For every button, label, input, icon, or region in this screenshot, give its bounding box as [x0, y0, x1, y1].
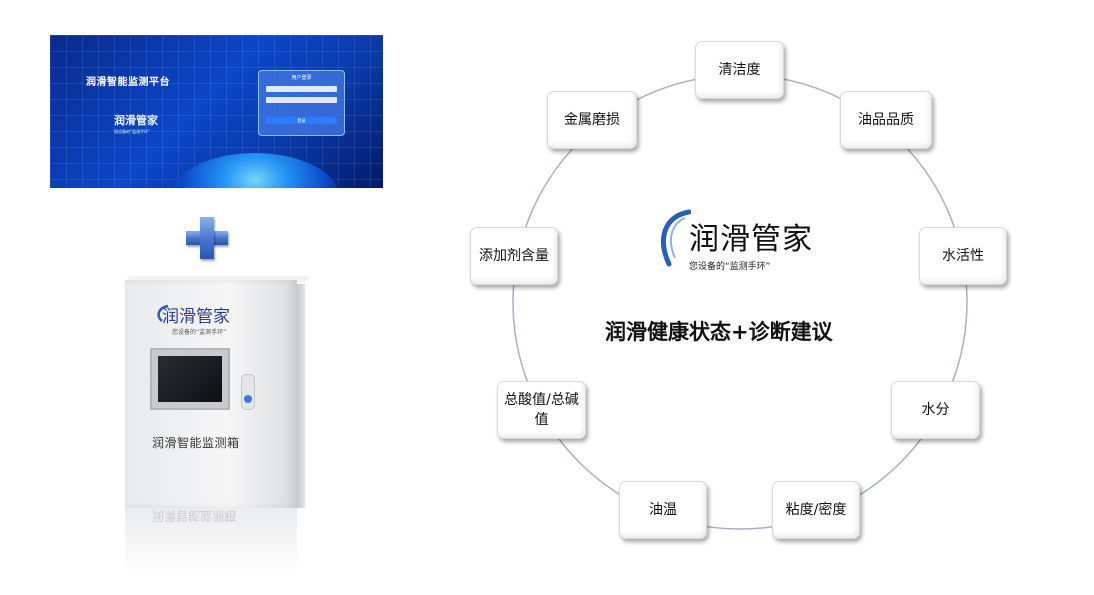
platform-logo-slogan: 您设备的“监测手环”: [114, 129, 151, 134]
cabinet-lock-icon: [241, 374, 255, 410]
logo-swoosh-icon: [157, 304, 169, 322]
cabinet-logo-name: 润滑管家: [162, 307, 230, 327]
plus-icon: [186, 217, 228, 259]
node-additive-content: 添加剂含量: [470, 227, 558, 285]
login-panel: 用户登录 登录: [258, 70, 345, 136]
cabinet-display: [150, 348, 230, 410]
node-oil-temperature: 油温: [619, 481, 707, 539]
cabinet-label: 润滑智能监测箱: [152, 436, 240, 450]
node-cleanliness: 清洁度: [695, 41, 784, 99]
login-title: 用户登录: [291, 75, 312, 81]
login-button[interactable]: 登录: [266, 117, 337, 124]
cabinet-logo: 润滑管家 您设备的“监测手环”: [157, 302, 230, 336]
password-field[interactable]: [266, 97, 337, 103]
username-field[interactable]: [266, 86, 337, 92]
platform-title: 润滑智能监测平台: [86, 77, 170, 88]
platform-login-screenshot: 润滑智能监测平台 润滑管家 您设备的“监测手环” 用户登录 登录: [50, 35, 383, 188]
node-oil-quality: 油品品质: [840, 91, 932, 149]
center-logo-slogan: 您设备的“监测手环”: [689, 262, 771, 272]
cabinet-logo-slogan: 您设备的“监测手环”: [172, 329, 227, 336]
logo-swoosh-icon: [661, 209, 691, 267]
node-viscosity-density: 粘度/密度: [772, 481, 860, 539]
center-logo-name: 润滑管家: [689, 222, 813, 257]
platform-logo: 润滑管家 您设备的“监测手环”: [114, 109, 158, 135]
node-moisture: 水分: [891, 381, 980, 439]
cabinet-reflection: [125, 508, 297, 578]
node-water-activity: 水活性: [919, 227, 1007, 285]
cabinet-side: [297, 284, 305, 508]
node-acid-base-number: 总酸值/总碱值: [497, 381, 586, 439]
node-metal-wear: 金属磨损: [547, 91, 637, 149]
platform-logo-name: 润滑管家: [114, 114, 158, 127]
center-title: 润滑健康状态+诊断建议: [605, 320, 833, 344]
